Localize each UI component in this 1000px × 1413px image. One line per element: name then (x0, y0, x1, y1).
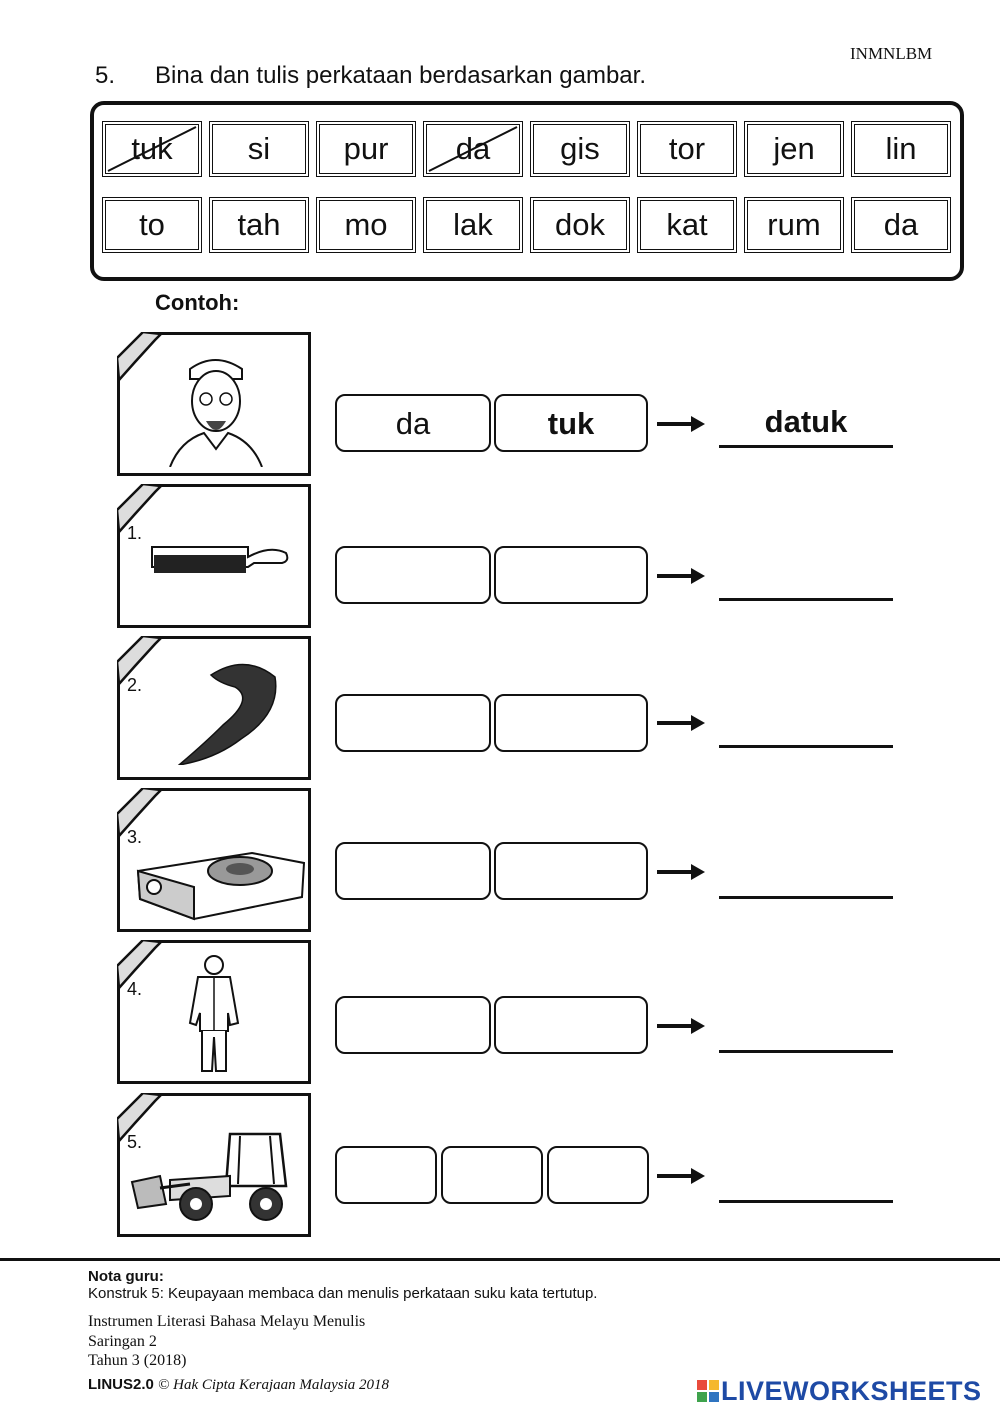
arrow-right-icon (657, 1168, 705, 1184)
tractor-icon (130, 1132, 288, 1221)
answer-line[interactable] (719, 1050, 893, 1053)
page-curl-icon (117, 1093, 164, 1144)
page-curl-icon (117, 788, 164, 839)
syllable-answer-box[interactable] (494, 546, 648, 604)
syllable-tile[interactable]: mo (316, 197, 416, 253)
example-syllable-box: tuk (494, 394, 648, 452)
syllable-tile[interactable]: kat (637, 197, 737, 253)
example-answer-line (719, 445, 893, 448)
liveworksheets-logo: LIVEWORKSHEETS (697, 1376, 982, 1407)
question-number: 5. (95, 62, 116, 89)
syllable-answer-box[interactable] (335, 1146, 437, 1204)
item-picture-card: 5. (117, 1093, 311, 1237)
liveworksheets-icon (697, 1380, 719, 1402)
brand-text: LIVEWORKSHEETS (721, 1376, 982, 1406)
syllable-answer-box[interactable] (494, 842, 648, 900)
item-picture-card: 1. (117, 484, 311, 628)
example-answer: datuk (764, 404, 848, 439)
nota-title: Nota guru: (88, 1268, 164, 1285)
syllable-tile[interactable]: tah (209, 197, 309, 253)
example-picture-card (117, 332, 311, 476)
footer-line-2: Saringan 2 (88, 1333, 157, 1350)
syllable-tile[interactable]: da (423, 121, 523, 177)
answer-line[interactable] (719, 1200, 893, 1203)
syllable-answer-box[interactable] (547, 1146, 649, 1204)
item-picture-card: 3. (117, 788, 311, 932)
syllable-answer-box[interactable] (441, 1146, 543, 1204)
nota-text: Konstruk 5: Keupayaan membaca dan menuli… (88, 1285, 598, 1302)
syllable-tile[interactable]: lin (851, 121, 951, 177)
page-curl-icon (117, 636, 164, 687)
syllable-answer-box[interactable] (335, 842, 491, 900)
syllable-tile[interactable]: da (851, 197, 951, 253)
arrow-right-icon (657, 416, 705, 432)
arrow-right-icon (657, 864, 705, 880)
syllable-tile[interactable]: tuk (102, 121, 202, 177)
page-curl-icon (117, 940, 164, 991)
question-instruction: Bina dan tulis perkataan berdasarkan gam… (155, 62, 646, 89)
syllable-answer-box[interactable] (335, 996, 491, 1054)
footer-divider (0, 1258, 1000, 1261)
page-curl-icon (117, 332, 164, 383)
item-number: 4. (127, 979, 143, 999)
leech-icon (177, 663, 277, 765)
strike-icon (428, 126, 518, 172)
syllable-tile[interactable]: to (102, 197, 202, 253)
syllable-tile[interactable]: gis (530, 121, 630, 177)
comb-icon (151, 546, 289, 573)
item-number: 3. (127, 827, 143, 847)
syllable-tile[interactable]: dok (530, 197, 630, 253)
item-picture-card: 4. (117, 940, 311, 1084)
syllable-answer-box[interactable] (494, 694, 648, 752)
syllable-bank: tuk si pur da gis tor jen lin to tah mo … (90, 101, 964, 281)
doctor-icon (188, 955, 240, 1072)
footer-line-1: Instrumen Literasi Bahasa Melayu Menulis (88, 1313, 366, 1330)
gas-stove-icon (136, 851, 306, 921)
item-number: 5. (127, 1132, 143, 1152)
old-man-portrait-icon (169, 359, 263, 467)
syllable-tile[interactable]: rum (744, 197, 844, 253)
example-syllable-box: da (335, 394, 491, 452)
copyright-text: © Hak Cipta Kerajaan Malaysia 2018 (158, 1377, 390, 1393)
syllable-tile[interactable]: pur (316, 121, 416, 177)
answer-line[interactable] (719, 745, 893, 748)
syllable-tile[interactable]: jen (744, 121, 844, 177)
syllable-answer-box[interactable] (494, 996, 648, 1054)
syllable-tile[interactable]: si (209, 121, 309, 177)
arrow-right-icon (657, 568, 705, 584)
answer-line[interactable] (719, 896, 893, 899)
item-picture-card: 2. (117, 636, 311, 780)
syllable-tile[interactable]: tor (637, 121, 737, 177)
page-curl-icon (117, 484, 164, 535)
document-code: INMNLBM (850, 44, 933, 63)
item-number: 2. (127, 675, 143, 695)
arrow-right-icon (657, 1018, 705, 1034)
syllable-answer-box[interactable] (335, 546, 491, 604)
syllable-tile[interactable]: lak (423, 197, 523, 253)
strike-icon (107, 126, 197, 172)
example-label: Contoh: (155, 290, 240, 315)
arrow-right-icon (657, 715, 705, 731)
syllable-answer-box[interactable] (335, 694, 491, 752)
footer-line-3: Tahun 3 (2018) (88, 1352, 187, 1369)
linus-label: LINUS2.0 (88, 1376, 154, 1393)
item-number: 1. (127, 523, 143, 543)
answer-line[interactable] (719, 598, 893, 601)
copyright-line: LINUS2.0 © Hak Cipta Kerajaan Malaysia 2… (88, 1376, 389, 1394)
